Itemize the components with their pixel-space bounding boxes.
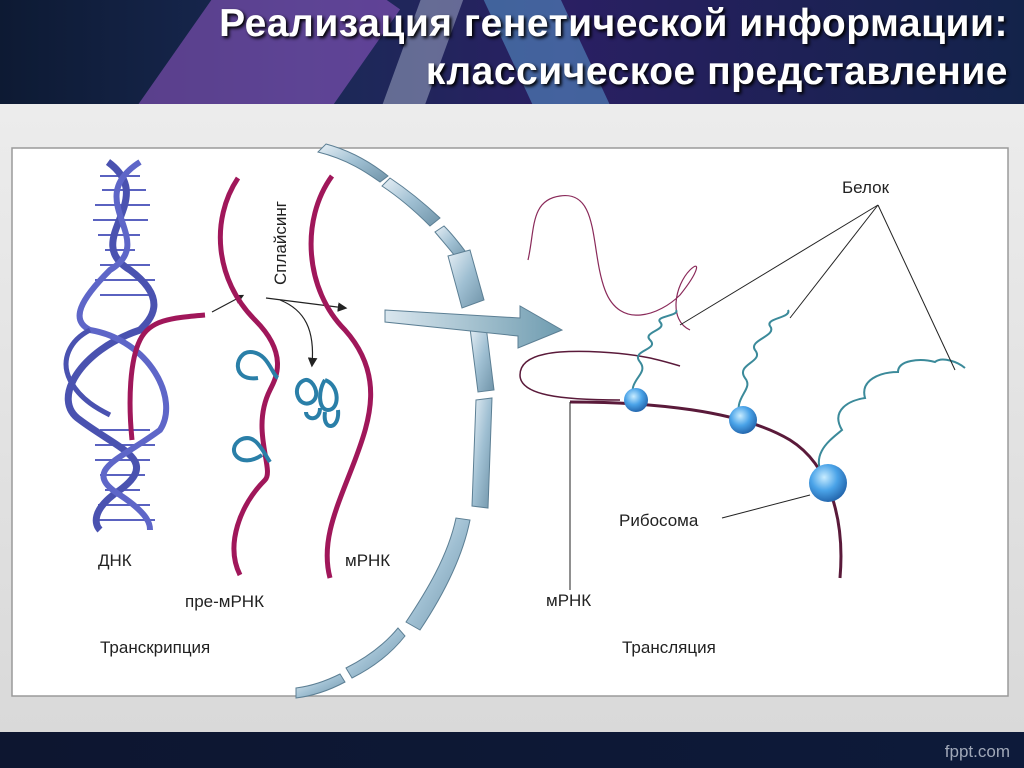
ribosome-2	[729, 406, 757, 434]
footer-brand: fppt.com	[944, 742, 1010, 761]
protein-chain	[527, 195, 698, 331]
mrna-strand	[308, 174, 374, 579]
label-pre-mrna: пре-мРНК	[185, 592, 264, 611]
label-transcription: Транскрипция	[100, 638, 210, 657]
label-protein: Белок	[842, 178, 890, 197]
protein-helices	[631, 309, 966, 481]
diagram-panel	[11, 147, 1009, 697]
ribosome-3	[809, 464, 847, 502]
label-mrna-left: мРНК	[345, 551, 390, 570]
footer-bar	[0, 732, 1024, 768]
export-arrow	[384, 305, 564, 349]
label-translation: Трансляция	[622, 638, 716, 657]
label-dna: ДНК	[98, 551, 132, 570]
introns	[232, 349, 341, 464]
mrna-loop	[519, 350, 681, 401]
intron-removal-arrow	[279, 299, 318, 368]
protein-leader-lines	[679, 204, 956, 371]
header-banner: Реализация генетической информации: клас…	[0, 0, 1024, 104]
slide-title-line1: Реализация генетической информации:	[219, 2, 1008, 45]
label-splicing: Сплайсинг	[271, 201, 290, 285]
nuclear-membrane	[295, 143, 495, 699]
splicing-arrow	[265, 297, 348, 312]
label-mrna-right: мРНК	[546, 591, 591, 610]
nascent-rna	[127, 312, 206, 441]
ribosome-leader-line	[721, 494, 811, 519]
slide-title-line2: классическое представление	[425, 50, 1008, 93]
label-ribosome: Рибосома	[619, 511, 699, 530]
pre-mrna-strand	[217, 176, 280, 577]
ribosome-1	[624, 388, 648, 412]
